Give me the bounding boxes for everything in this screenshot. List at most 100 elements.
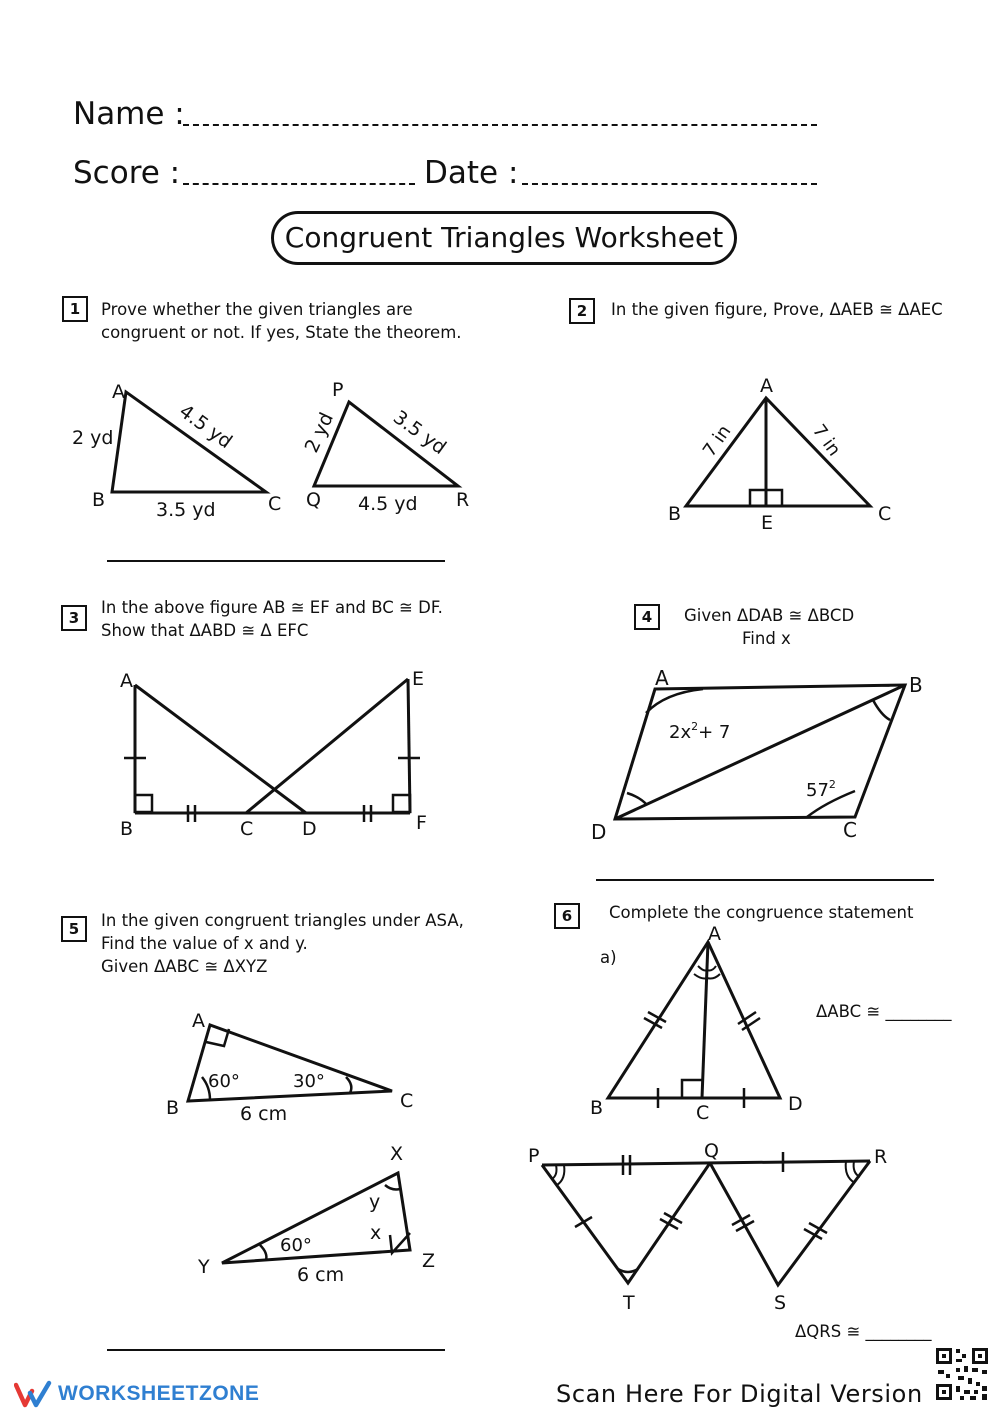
question-5-figure: A B C 60° 30° 6 cm X Y Z 60° 6 cm y x	[166, 1010, 435, 1286]
question-6-figure-b: P Q R T S	[528, 1140, 887, 1314]
angle-arc-r-1	[852, 1160, 861, 1178]
vertex-a-label: A	[112, 381, 125, 403]
right-angle-mark-left	[748, 488, 768, 508]
vertex-b-label: B	[166, 1097, 179, 1119]
side-ab-label: 2 yd	[72, 427, 113, 449]
vertex-c-label: C	[268, 493, 281, 515]
tick-tq-1	[659, 1217, 679, 1231]
score-line[interactable]	[183, 183, 415, 185]
question-4-answer-line[interactable]	[596, 879, 934, 881]
tick-ad-1	[737, 1010, 757, 1026]
vertex-t-label: T	[622, 1292, 635, 1314]
side-pq-label: 2 yd	[301, 409, 338, 456]
tick-ad-2	[741, 1016, 761, 1032]
question-1-number: 1	[62, 296, 88, 322]
angle-b-value: 60°	[208, 1071, 240, 1092]
vertex-b-label: B	[590, 1097, 603, 1119]
vertex-p-label: P	[332, 379, 343, 401]
right-angle-b	[133, 793, 154, 814]
vertex-a-label: A	[120, 670, 133, 692]
vertex-b-label: B	[909, 673, 923, 697]
vertex-e-label: E	[412, 668, 424, 690]
triangle-xyz	[221, 1170, 412, 1265]
question-3-text: In the above figure AB ≅ EF and BC ≅ DF.…	[101, 596, 443, 642]
angle-arc-t	[617, 1267, 639, 1274]
angle-arc-p-1	[551, 1164, 558, 1180]
angle-arc-c	[806, 789, 856, 818]
question-1-figure: A B C 2 yd 3.5 yd 4.5 yd P Q R 2 yd 4.5 …	[72, 379, 469, 521]
parallelogram-abcd	[612, 683, 908, 821]
vertex-r-label: R	[456, 489, 469, 511]
vertex-c-label: C	[696, 1102, 709, 1124]
date-line[interactable]	[522, 183, 817, 185]
vertex-e-label: E	[761, 512, 773, 534]
question-4-line-1: Given ΔDAB ≅ ΔBCD	[684, 606, 855, 625]
logo-text: WORKSHEETZONE	[58, 1382, 260, 1405]
question-3-number: 3	[61, 605, 87, 631]
question-2-figure: A B C E 7 in 7 in	[668, 375, 891, 534]
qr-code-icon[interactable]	[934, 1346, 990, 1402]
question-3-line-2: Show that ΔABD ≅ Δ EFC	[101, 621, 309, 640]
angle-arc-y	[259, 1244, 268, 1261]
question-1-answer-line[interactable]	[107, 560, 445, 562]
angle-c-value: 30°	[293, 1071, 325, 1092]
part-a-label: a)	[600, 948, 617, 967]
statement-abc[interactable]: ΔABC ≅ ________	[816, 1002, 952, 1021]
vertex-r-label: R	[874, 1146, 887, 1168]
angle-arc-d	[626, 791, 648, 806]
side-qr-label: 4.5 yd	[358, 493, 418, 515]
angle-a-expression: 2x2+ 7	[669, 720, 730, 743]
question-3-line-1: In the above figure AB ≅ EF and BC ≅ DF.	[101, 598, 443, 617]
segment-ef	[406, 678, 412, 814]
vertex-a-label: A	[192, 1010, 205, 1032]
side-bc-label: 3.5 yd	[156, 499, 216, 521]
triangle-abd	[605, 938, 783, 1100]
question-3-figure: A B C D E F	[120, 668, 427, 840]
triangle-abc-q5	[185, 1023, 393, 1103]
vertex-z-label: Z	[422, 1250, 435, 1272]
right-angle-c	[680, 1078, 702, 1098]
vertex-b-label: B	[92, 489, 105, 511]
vertex-a-label: A	[655, 666, 669, 690]
diagonal-db	[614, 683, 906, 821]
triangle-abc	[110, 389, 271, 494]
vertex-q-label: Q	[704, 1140, 719, 1162]
question-5-text: In the given congruent triangles under A…	[101, 909, 464, 978]
worksheet-title: Congruent Triangles Worksheet	[271, 211, 737, 265]
name-line[interactable]	[183, 124, 817, 126]
question-5-answer-line[interactable]	[107, 1349, 445, 1351]
question-4-line-2: Find x	[742, 629, 791, 648]
statement-qrs[interactable]: ΔQRS ≅ ________	[795, 1322, 932, 1341]
vertex-p-label: P	[528, 1145, 539, 1167]
variable-y: y	[369, 1191, 380, 1213]
question-4-text: Given ΔDAB ≅ ΔBCD Find x	[684, 604, 854, 650]
segment-ac	[700, 941, 710, 1099]
angle-c-value: 572	[806, 778, 836, 801]
tick-sr-1	[803, 1227, 823, 1241]
vertex-a-label: A	[760, 375, 773, 397]
vertex-d-label: D	[788, 1093, 803, 1115]
question-1-text: Prove whether the given triangles are co…	[101, 298, 462, 344]
angle-arc-a-right-1	[706, 965, 717, 972]
side-bc-label: 6 cm	[240, 1103, 287, 1125]
angle-arc-b	[871, 699, 891, 722]
tick-qs-2	[735, 1219, 755, 1233]
triangle-qsr	[708, 1160, 872, 1288]
tick-ab-1	[643, 1016, 663, 1030]
side-pr-label: 3.5 yd	[389, 406, 450, 459]
question-1-line-2: congruent or not. If yes, State the theo…	[101, 323, 462, 342]
worksheetzone-logo[interactable]: WORKSHEETZONE	[14, 1378, 259, 1410]
angle-arc-a-left-2	[693, 973, 708, 980]
angle-arc-p-2	[556, 1164, 566, 1186]
side-ac-label: 4.5 yd	[175, 400, 236, 453]
name-label: Name :	[73, 96, 185, 132]
segment-ad	[134, 683, 307, 815]
scan-caption: Scan Here For Digital Version	[556, 1380, 923, 1408]
variable-x: x	[370, 1222, 381, 1244]
angle-arc-a-left-1	[697, 965, 708, 972]
vertex-c-label: C	[240, 818, 253, 840]
tick-pt	[574, 1215, 593, 1229]
question-1-line-1: Prove whether the given triangles are	[101, 300, 413, 319]
question-5-line-1: In the given congruent triangles under A…	[101, 911, 464, 930]
triangle-ptq	[540, 1162, 712, 1286]
